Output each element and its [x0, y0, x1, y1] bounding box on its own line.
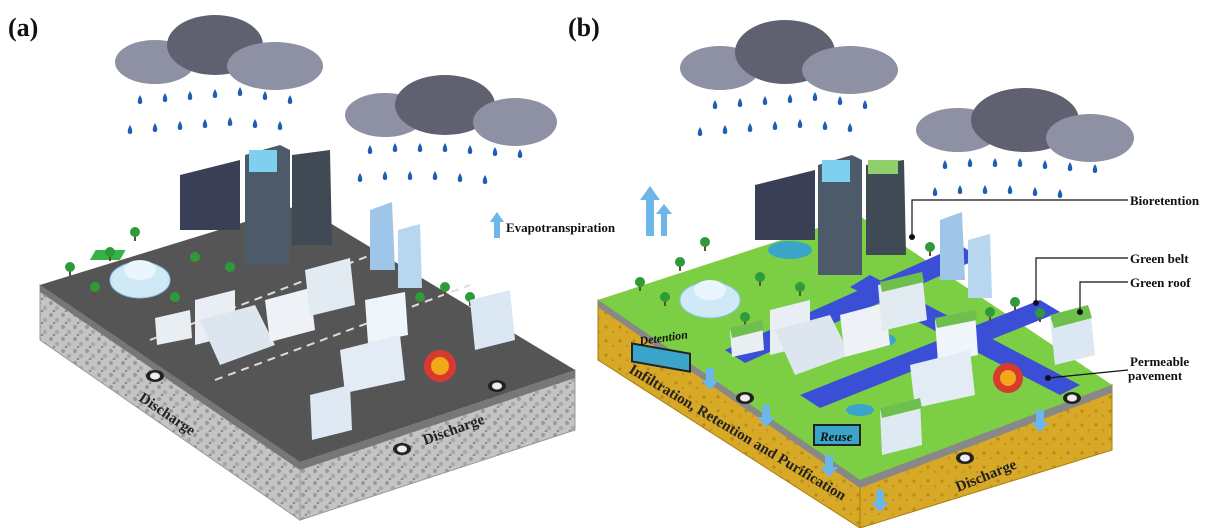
evapotranspiration-arrow-icon [490, 212, 504, 238]
bioretention-label: Bioretention [1130, 193, 1200, 208]
permeable-label-line1: Permeable [1130, 354, 1189, 369]
panel-a-label: (a) [8, 13, 38, 42]
detention-label: Detention [637, 327, 688, 348]
callout-dots [909, 234, 1083, 381]
cloud-left-a [115, 15, 323, 90]
city-block-b [597, 155, 1113, 528]
evapotranspiration-big-arrows-icon [640, 186, 672, 236]
green-roof-label: Green roof [1130, 275, 1191, 290]
cloud-right-a [345, 75, 557, 146]
panel-b-label: (b) [568, 13, 600, 42]
reuse-label: Reuse [819, 429, 853, 444]
cloud-left-b [680, 20, 898, 94]
callout-lines [911, 199, 1129, 379]
permeable-label-line2: pavement [1128, 368, 1183, 383]
city-block-a [39, 145, 576, 521]
cloud-right-b [916, 88, 1134, 162]
green-belt-label: Green belt [1130, 251, 1189, 266]
evapotranspiration-label: Evapotranspiration [506, 220, 616, 235]
